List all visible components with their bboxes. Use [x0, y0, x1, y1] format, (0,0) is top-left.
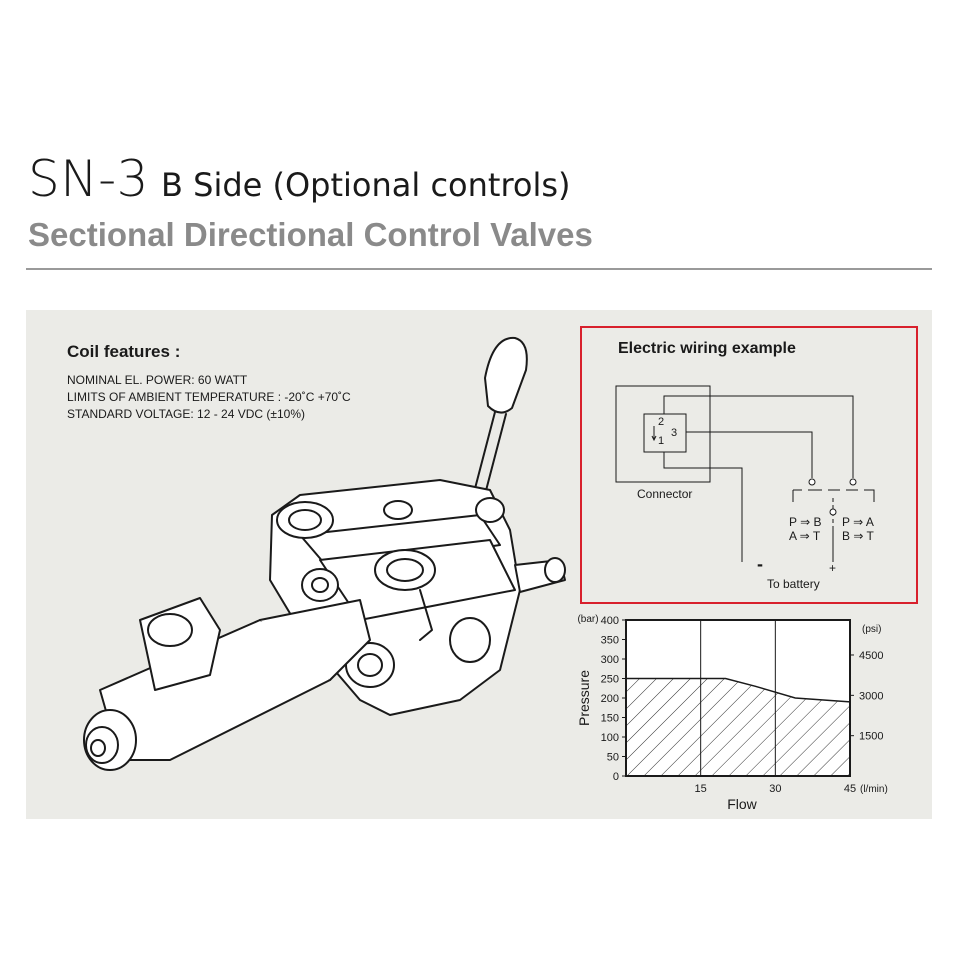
valve-illustration: [83, 336, 566, 771]
y-left-unit: (bar): [577, 614, 598, 625]
model-name: SN-3: [28, 150, 149, 208]
x-axis-title: Flow: [727, 796, 757, 812]
page-title: SN-3 B Side (Optional controls): [28, 150, 571, 208]
y-right-tick-label: 1500: [859, 731, 883, 743]
x-unit: (l/min): [860, 784, 888, 795]
switch-right-line1: P ⇒ A: [842, 515, 874, 529]
y-tick-label: 150: [601, 713, 619, 725]
y-tick-label: 0: [613, 771, 619, 783]
coil-voltage: STANDARD VOLTAGE: 12 - 24 VDC (±10%): [67, 407, 305, 421]
side-label: B Side (Optional controls): [161, 166, 571, 204]
coil-power: NOMINAL EL. POWER: 60 WATT: [67, 373, 248, 387]
y-tick-label: 300: [601, 654, 619, 666]
wire-pin-1: [663, 452, 743, 562]
y-axis-title: Pressure: [576, 670, 592, 726]
y-tick-label: 350: [601, 635, 619, 647]
pressure-curve: [626, 677, 851, 703]
x-tick-label: 15: [695, 783, 707, 795]
minus-terminal: -: [757, 554, 763, 574]
contact-left: [808, 478, 816, 486]
connector-label: Connector: [637, 487, 693, 501]
contact-right: [849, 478, 857, 486]
ground-arrow-icon: [651, 435, 657, 442]
pressure-flow-chart: 0 50 100 150 200 250 300 350 400 1500 3000 4500 15 30…: [576, 614, 888, 812]
x-tick-label: 45: [844, 783, 856, 795]
y-tick-label: 200: [601, 693, 619, 705]
y-right-tick-label: 4500: [859, 650, 883, 662]
pin-2-label: 2: [658, 416, 665, 428]
wiring-title: Electric wiring example: [618, 340, 796, 357]
switch-frame: [792, 489, 875, 502]
lever-handle-icon: [471, 336, 528, 503]
switch-left-line2: A ⇒ T: [789, 529, 821, 543]
coil-features-title: Coil features :: [67, 342, 181, 361]
y-tick-label: 250: [601, 674, 619, 686]
switch-left-line1: P ⇒ B: [789, 515, 822, 529]
connector-pins-box: [643, 413, 687, 453]
y-tick-label: 50: [607, 752, 619, 764]
x-tick-label: 30: [769, 783, 781, 795]
y-tick-label: 100: [601, 732, 619, 744]
coil-temperature: LIMITS OF AMBIENT TEMPERATURE : -20˚C +7…: [67, 390, 351, 404]
switch-right-line2: B ⇒ T: [842, 529, 874, 543]
pin-3-label: 3: [671, 427, 678, 439]
pressure-area: [626, 678, 850, 776]
page-subtitle: Sectional Directional Control Valves: [28, 216, 593, 253]
wiring-diagram: [615, 385, 875, 562]
solenoid-coil-icon: [83, 597, 371, 771]
wire-pin-2: [663, 395, 854, 478]
y-right-tick-label: 3000: [859, 690, 883, 702]
pin-1-label: 1: [658, 435, 665, 447]
wiring-example-box: [580, 326, 918, 604]
connector-housing: [615, 385, 711, 483]
battery-label: To battery: [767, 577, 820, 591]
plus-terminal: +: [829, 561, 837, 575]
y-right-unit: (psi): [862, 624, 881, 635]
y-tick-label: 400: [601, 615, 619, 627]
wire-pin-3: [686, 431, 813, 478]
switch-common-contact: [829, 508, 837, 516]
header-divider: [26, 268, 932, 270]
